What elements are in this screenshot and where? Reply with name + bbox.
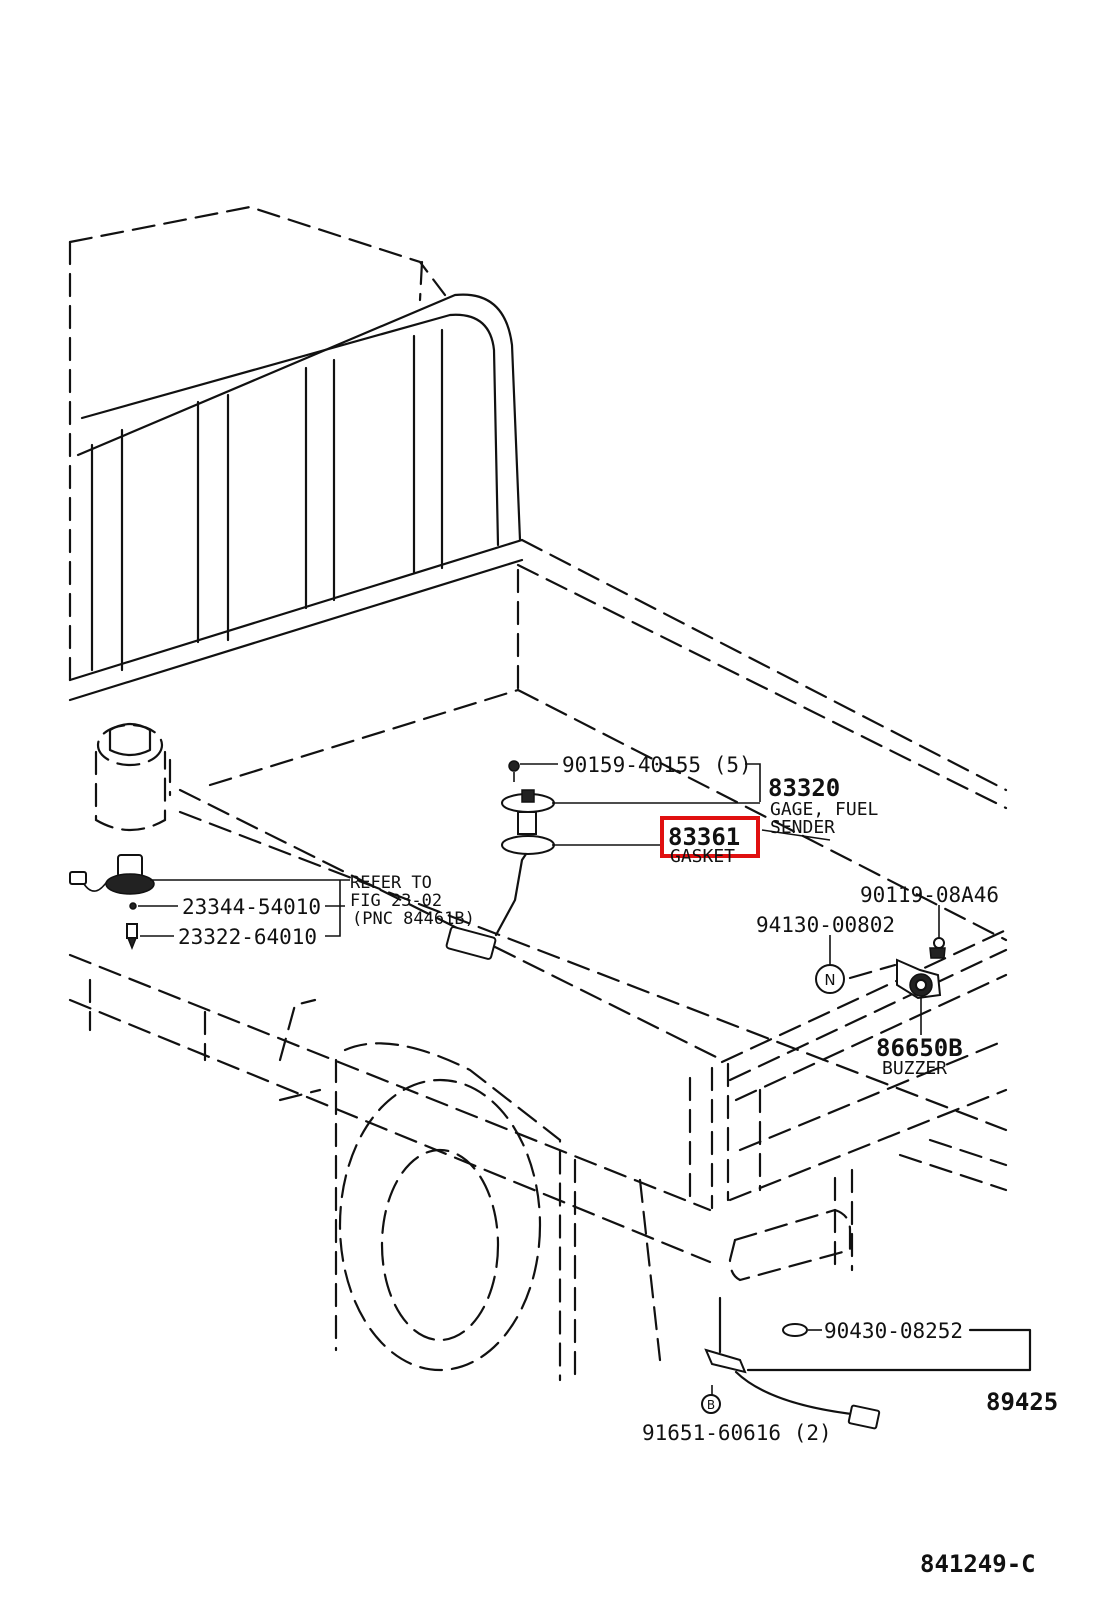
switch-assembly	[69, 854, 155, 951]
n-marker-label: N	[824, 971, 835, 989]
n-marker: N	[815, 964, 845, 994]
b-marker-label: B	[707, 1398, 715, 1412]
label-sender: SENDER	[770, 817, 835, 838]
label-buzzer: BUZZER	[882, 1058, 947, 1079]
label-89425: 89425	[986, 1388, 1058, 1416]
label-83320: 83320	[768, 774, 840, 802]
leader-lines	[138, 763, 1032, 1398]
figure-code: 841249-C	[920, 1550, 1036, 1578]
label-83361: 83361	[668, 823, 740, 851]
label-pnc: (PNC 84461B)	[352, 909, 475, 929]
sensor-part	[704, 1296, 881, 1430]
label-90119: 90119-08A46	[860, 883, 999, 907]
label-86650b: 86650B	[876, 1034, 963, 1062]
label-90430: 90430-08252	[824, 1319, 963, 1343]
cargo-bed	[68, 538, 1008, 1272]
label-gage-fuel: GAGE, FUEL	[770, 799, 879, 820]
fuel-sender-assembly	[445, 760, 555, 960]
label-gasket: GASKET	[670, 846, 735, 867]
label-23344: 23344-54010	[182, 895, 321, 919]
label-23322: 23322-64010	[178, 925, 317, 949]
fuel-tank-outline	[94, 722, 167, 831]
label-94130: 94130-00802	[756, 913, 895, 937]
rear-wheel	[278, 998, 662, 1382]
highlight-box-83361[interactable]	[660, 816, 760, 858]
truck-cab	[68, 205, 447, 692]
cab-guard-frame	[68, 293, 524, 702]
buzzer-part	[896, 937, 946, 1000]
b-marker: B	[701, 1394, 721, 1414]
label-91651: 91651-60616 (2)	[642, 1421, 832, 1445]
label-90159: 90159-40155 (5)	[562, 753, 752, 777]
label-fig-23-02: FIG 23-02	[350, 891, 442, 911]
rear-light	[728, 1208, 852, 1282]
label-refer-to: REFER TO	[350, 873, 432, 893]
